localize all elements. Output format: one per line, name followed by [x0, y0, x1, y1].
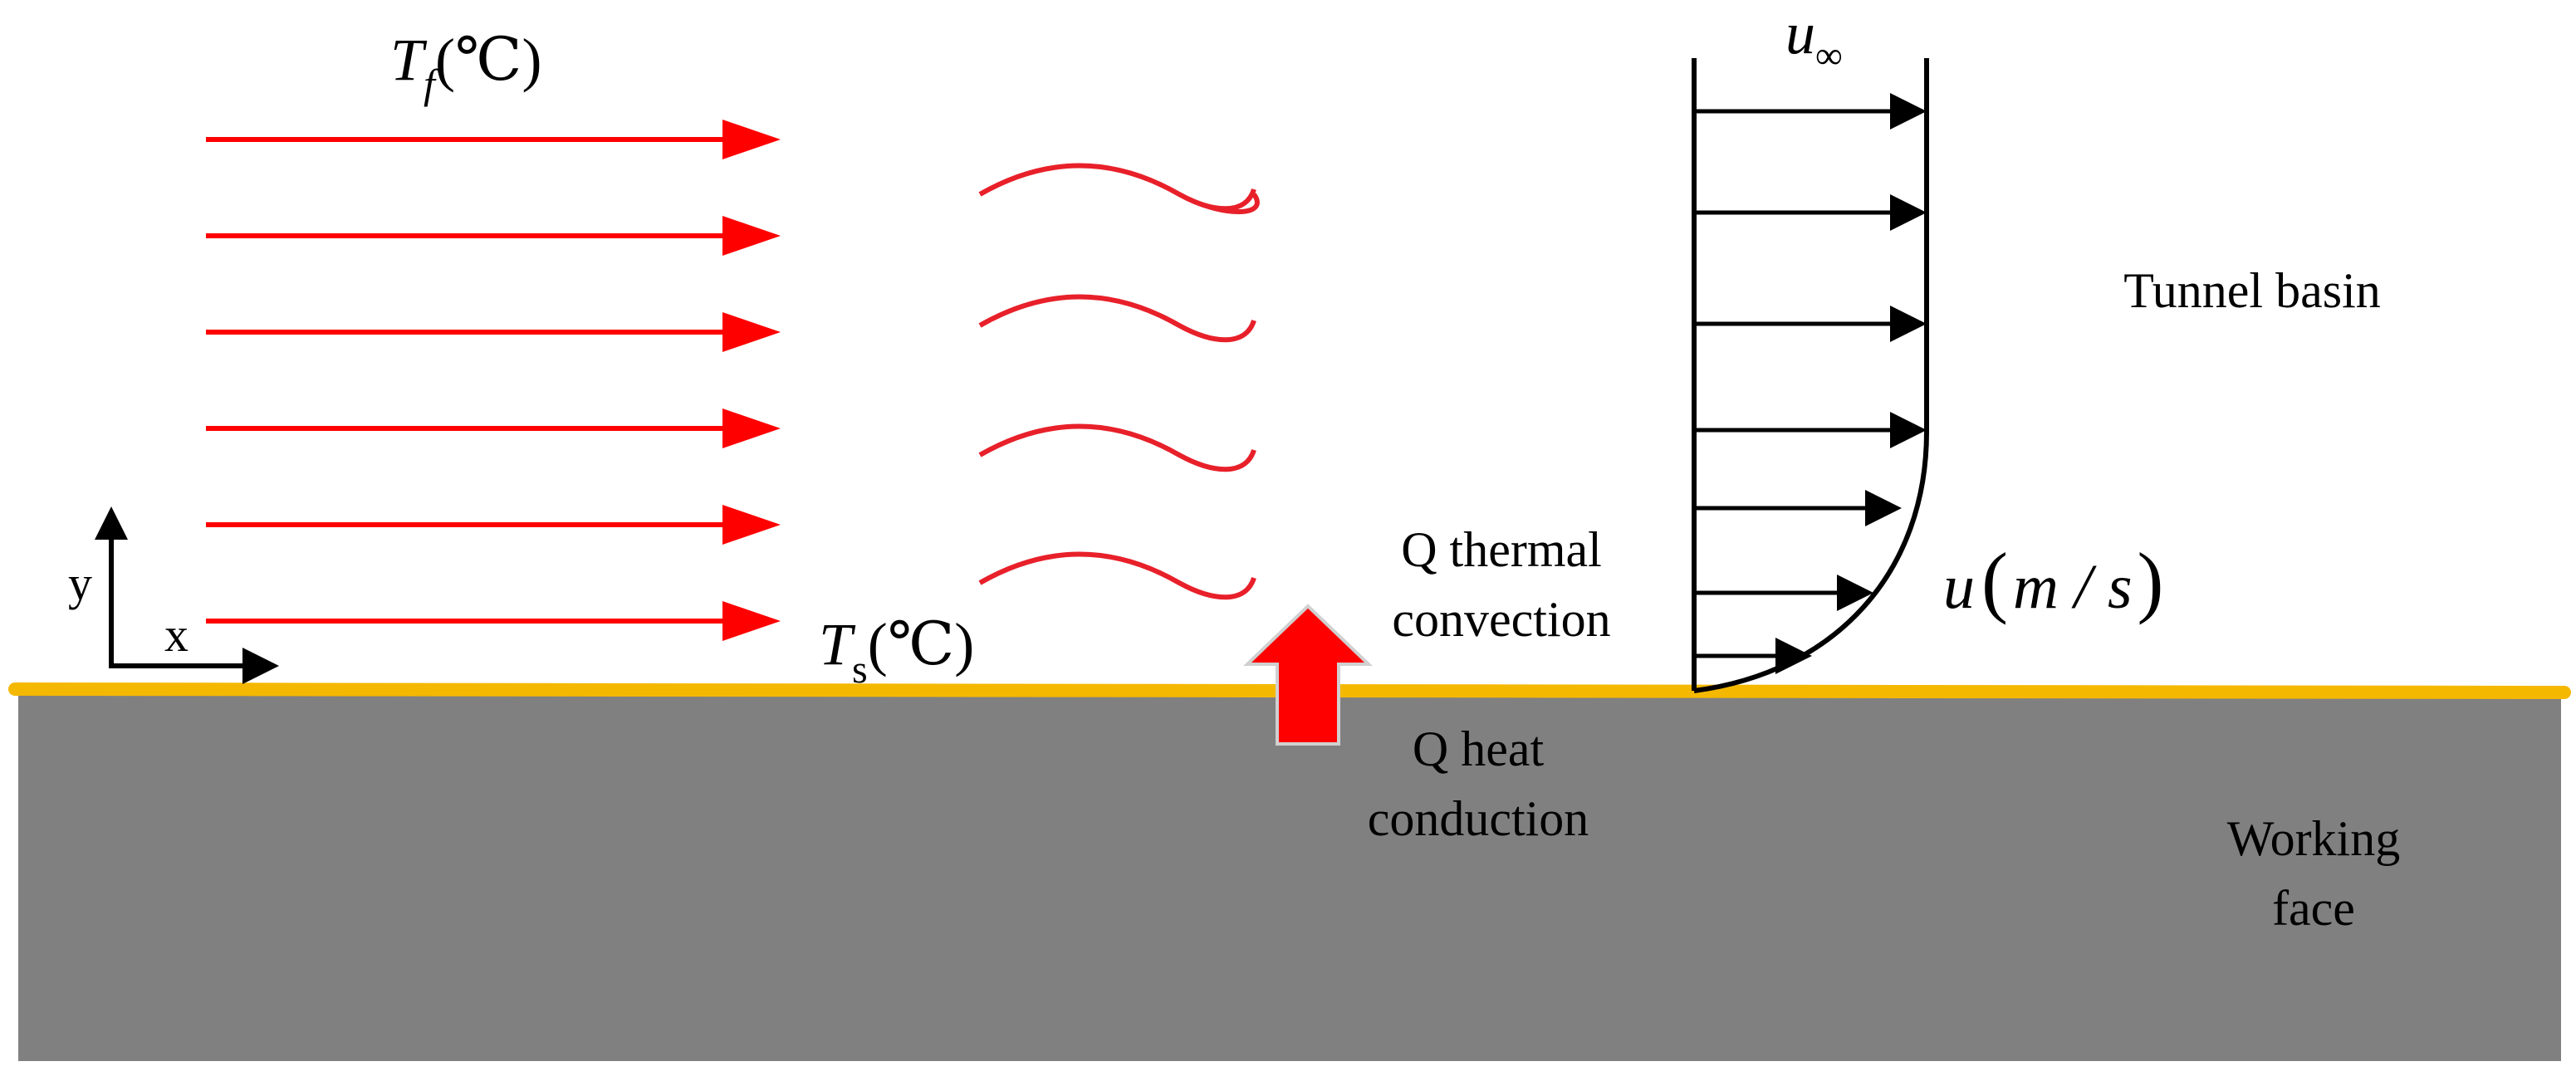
profile-arrow [1694, 194, 1927, 231]
wave [978, 163, 1260, 214]
profile-arrow [1694, 490, 1902, 526]
profile-arrow [1694, 638, 1812, 674]
heat-flux-arrow [1243, 604, 1373, 746]
fluid-temperature-label: Tf(℃) [390, 27, 541, 107]
fluid-flow-arrows [206, 120, 781, 641]
coordinate-axes [95, 506, 279, 684]
flow-arrow [206, 312, 781, 352]
x-axis-arrowhead [242, 648, 279, 684]
conduction-label-line1: Q heat [1413, 721, 1545, 776]
profile-curve [1693, 58, 1929, 693]
freestream-velocity-label: u∞ [1785, 0, 1843, 76]
wave [978, 294, 1256, 343]
x-axis-label: x [164, 608, 189, 662]
flow-arrow [206, 408, 781, 448]
flow-arrow [206, 601, 781, 641]
working-face-label-line2: face [2272, 881, 2355, 936]
flow-arrow [206, 120, 781, 159]
y-axis-label: y [68, 556, 92, 610]
velocity-profile [1692, 58, 1929, 693]
profile-arrow [1694, 306, 1927, 342]
wave [978, 423, 1256, 472]
surface-temperature-label: Ts(℃) [819, 611, 974, 692]
convection-label-line2: convection [1392, 592, 1610, 647]
turbulence-waves [978, 163, 1260, 600]
tunnel-basin-label: Tunnel basin [2123, 263, 2381, 318]
convection-label-line1: Q thermal [1401, 522, 1602, 577]
working-face-label-line1: Working [2227, 811, 2400, 866]
flow-arrow [206, 505, 781, 545]
flow-arrow [206, 216, 781, 256]
profile-arrow [1694, 93, 1927, 130]
profile-arrow [1694, 412, 1927, 448]
profile-arrow [1694, 575, 1873, 611]
conduction-label-line2: conduction [1368, 791, 1589, 846]
working-face-region [18, 694, 2561, 1061]
velocity-label: u(m / s) [1943, 536, 2164, 625]
wave [978, 551, 1256, 600]
y-axis-arrowhead [95, 506, 128, 540]
